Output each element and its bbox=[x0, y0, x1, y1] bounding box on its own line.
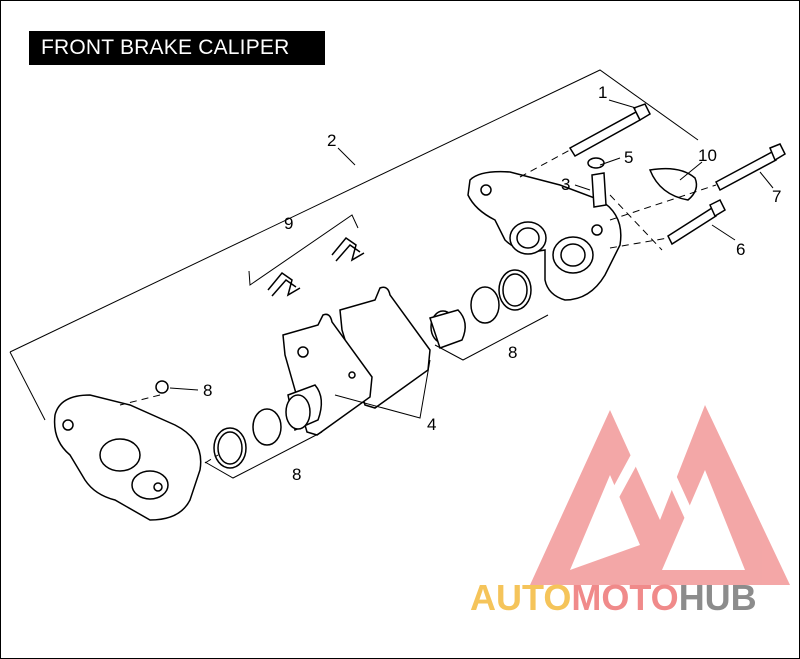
callout-2: 2 bbox=[327, 131, 336, 150]
callout-9: 9 bbox=[284, 214, 293, 233]
caliper-body-right bbox=[467, 170, 622, 301]
assembly-lines bbox=[119, 149, 717, 464]
pistons-seals bbox=[155, 269, 532, 469]
callout-7: 7 bbox=[772, 187, 781, 206]
watermark-hub: HUB bbox=[679, 577, 757, 618]
callout-10: 10 bbox=[698, 146, 717, 165]
callout-labels: 1 2 3 4 5 6 7 8 8 8 9 10 bbox=[203, 83, 781, 484]
callout-5: 5 bbox=[624, 148, 633, 167]
watermark-moto: MOTO bbox=[571, 577, 678, 618]
callout-6: 6 bbox=[736, 240, 745, 259]
callout-3: 3 bbox=[561, 175, 570, 194]
watermark-text: AUTOMOTOHUB bbox=[470, 577, 757, 618]
caliper-body-left bbox=[53, 394, 202, 521]
callout-8-right-seals: 8 bbox=[508, 343, 517, 362]
callout-8-left-seals: 8 bbox=[292, 465, 301, 484]
watermark-auto: AUTO bbox=[470, 577, 571, 618]
diagram-title: FRONT BRAKE CALIPER bbox=[29, 31, 325, 65]
leader-lines bbox=[169, 99, 774, 479]
callout-4: 4 bbox=[427, 415, 436, 434]
watermark-logo bbox=[530, 405, 790, 585]
callout-8-nut: 8 bbox=[203, 381, 212, 400]
pad-springs bbox=[267, 236, 365, 297]
bracket-2 bbox=[9, 69, 699, 421]
callout-1: 1 bbox=[598, 83, 607, 102]
